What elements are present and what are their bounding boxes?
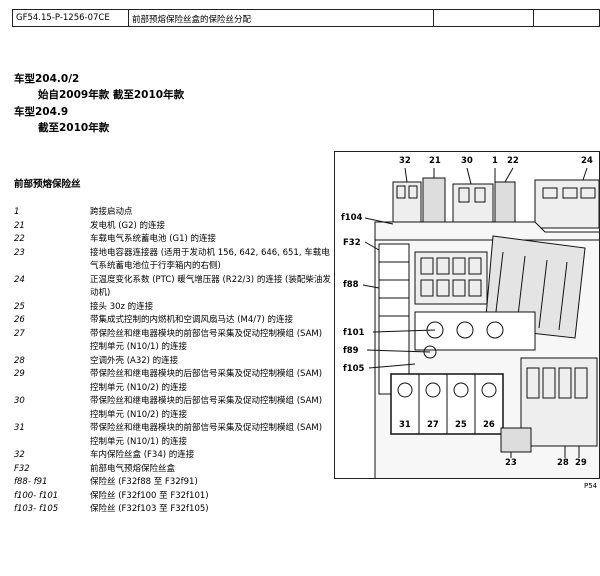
legend-code: f88- f91 <box>14 477 48 487</box>
legend-desc: 带保险丝和继电器模块的后部信号采集及促动控制模组 (SAM) 控制单元 (N10… <box>90 369 323 393</box>
legend-desc: 发电机 (G2) 的连接 <box>90 220 166 231</box>
legend-item: F32 前部电气预熔保险丝盒 <box>14 463 332 477</box>
callout-label: F32 <box>343 238 361 248</box>
legend-list: 1 跨接启动点 21 发电机 (G2) 的连接 22 车载电气系统蓄电池 (G1) 的… <box>14 206 332 517</box>
legend-item: 25 接头 30z 的连接 <box>14 301 332 315</box>
legend-item: 23 接地电容器连接器 (适用于发动机 156, 642, 646, 651, 车… <box>14 247 332 274</box>
legend-code: F32 <box>14 463 30 474</box>
callout-label: 21 <box>429 156 441 166</box>
section-title: 前部预熔保险丝 <box>14 179 81 190</box>
legend-desc: 接头 30z 的连接 <box>90 301 154 312</box>
legend-item: 24 正温度变化系数 (PTC) 暖气增压器 (R22/3) 的连接 (装配柴油发… <box>14 274 332 301</box>
legend-item: 31 带保险丝和继电器模块的前部信号采集及促动控制模组 (SAM) 控制单元 (N… <box>14 422 332 449</box>
legend-item: 28 空调外壳 (A32) 的连接 <box>14 355 332 369</box>
legend-code: 31 <box>14 423 25 433</box>
model-heading-2: 车型204.9 <box>14 106 69 118</box>
legend-desc: 带集成式控制的内燃机和空调风扇马达 (M4/7) 的连接 <box>90 315 294 325</box>
legend-code: 25 <box>14 301 25 312</box>
legend-desc: 前部电气预熔保险丝盒 <box>90 463 176 474</box>
legend-desc: 带保险丝和继电器模块的前部信号采集及促动控制模组 (SAM) 控制单元 (N10… <box>90 423 323 447</box>
header-cell-empty-1 <box>434 10 534 26</box>
callout-label: 31 <box>399 420 411 430</box>
legend-desc: 保险丝 (F32f88 至 F32f91) <box>90 477 198 487</box>
fuse-box-drawing <box>362 167 599 478</box>
legend-desc: 保险丝 (F32f103 至 F32f105) <box>90 504 209 514</box>
callout-label: 32 <box>399 156 411 166</box>
legend-code: 28 <box>14 355 25 366</box>
legend-desc: 接地电容器连接器 (适用于发动机 156, 642, 646, 651, 车载电… <box>90 247 330 272</box>
callout-label: 26 <box>483 420 495 430</box>
callout-label: f104 <box>341 213 363 223</box>
legend-code: 22 <box>14 234 25 244</box>
document-code: GF54.15-P-1256-07CE <box>13 10 129 26</box>
legend-item: 32 车内保险丝盒 (F34) 的连接 <box>14 449 332 463</box>
legend-item: 27 带保险丝和继电器模块的前部信号采集及促动控制模组 (SAM) 控制单元 (N… <box>14 328 332 355</box>
callout-label: f101 <box>343 328 365 338</box>
legend-code: 29 <box>14 369 25 379</box>
model-heading-1: 车型204.0/2 <box>14 73 80 85</box>
callout-label: 23 <box>505 458 517 468</box>
legend-item: 1 跨接启动点 <box>14 206 332 220</box>
legend-item: 30 带保险丝和继电器模块的后部信号采集及促动控制模组 (SAM) 控制单元 (N… <box>14 395 332 422</box>
legend-code: 23 <box>14 247 25 258</box>
legend-desc: 带保险丝和继电器模块的前部信号采集及促动控制模组 (SAM) 控制单元 (N10… <box>90 328 323 353</box>
legend-desc: 正温度变化系数 (PTC) 暖气增压器 (R22/3) 的连接 (装配柴油发动机… <box>90 274 331 299</box>
callout-label: 25 <box>455 420 467 430</box>
callout-label: 30 <box>461 156 473 166</box>
legend-item: 21 发电机 (G2) 的连接 <box>14 220 332 234</box>
model-note-2: 截至2010年款 <box>38 122 110 134</box>
legend-code: 1 <box>14 207 20 217</box>
callout-label: 27 <box>427 420 439 430</box>
model-note-1: 始自2009年款 截至2010年款 <box>38 89 185 101</box>
legend-item: f88- f91 保险丝 (F32f88 至 F32f91) <box>14 476 332 490</box>
legend-desc: 跨接启动点 <box>90 207 133 217</box>
legend-code: 24 <box>14 274 25 285</box>
legend-item: 29 带保险丝和继电器模块的后部信号采集及促动控制模组 (SAM) 控制单元 (N… <box>14 368 332 395</box>
legend-desc: 空调外壳 (A32) 的连接 <box>90 355 179 366</box>
legend-desc: 保险丝 (F32f100 至 F32f101) <box>90 490 209 501</box>
figure-code: P54 <box>584 482 598 490</box>
legend-desc: 车内保险丝盒 (F34) 的连接 <box>90 450 195 460</box>
legend-code: 21 <box>14 220 25 231</box>
legend-code: f103- f105 <box>14 504 59 514</box>
callout-label: 29 <box>575 458 587 468</box>
document-header-table: GF54.15-P-1256-07CE 前部预熔保险丝盒的保险丝分配 <box>12 9 600 27</box>
header-cell-empty-2 <box>534 10 599 26</box>
legend-code: f100- f101 <box>14 490 59 501</box>
legend-item: f103- f105 保险丝 (F32f103 至 F32f105) <box>14 503 332 517</box>
callout-label: 1 <box>492 156 498 166</box>
legend-item: f100- f101 保险丝 (F32f100 至 F32f101) <box>14 490 332 504</box>
legend-item: 22 车载电气系统蓄电池 (G1) 的连接 <box>14 233 332 247</box>
document-title: 前部预熔保险丝盒的保险丝分配 <box>129 10 434 26</box>
legend-desc: 车载电气系统蓄电池 (G1) 的连接 <box>90 234 217 244</box>
callout-label: 22 <box>507 156 519 166</box>
callout-label: f89 <box>343 346 359 356</box>
legend-desc: 带保险丝和继电器模块的后部信号采集及促动控制模组 (SAM) 控制单元 (N10… <box>90 396 323 420</box>
legend-code: 30 <box>14 396 25 406</box>
legend-code: 32 <box>14 450 25 460</box>
callout-label: f105 <box>343 364 365 374</box>
legend-item: 26 带集成式控制的内燃机和空调风扇马达 (M4/7) 的连接 <box>14 314 332 328</box>
legend-code: 27 <box>14 328 25 339</box>
fuse-box-diagram: 32 21 30 1 22 24 f104 F32 f88 f101 f89 f… <box>334 151 600 479</box>
legend-code: 26 <box>14 315 25 325</box>
callout-label: f88 <box>343 280 359 290</box>
callout-label: 28 <box>557 458 569 468</box>
callout-label: 24 <box>581 156 593 166</box>
